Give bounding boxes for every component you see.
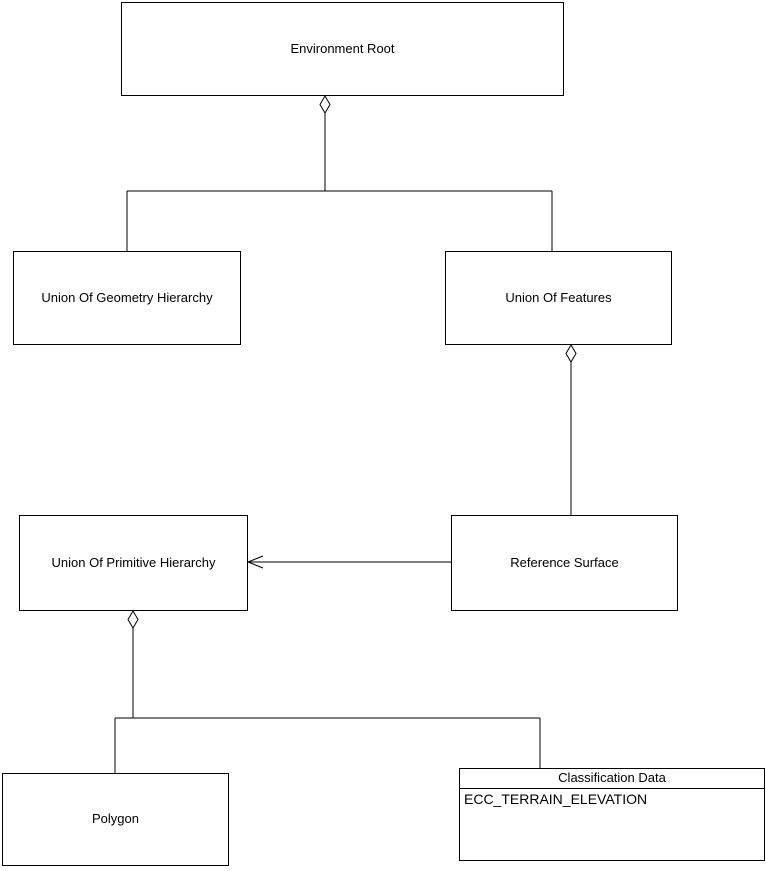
- node-label: Union Of Geometry Hierarchy: [41, 289, 213, 305]
- node-label: Polygon: [92, 811, 139, 827]
- node-label: Union Of Features: [505, 289, 612, 305]
- node-polygon: Polygon: [2, 773, 229, 866]
- class-header: Classification Data: [460, 769, 764, 789]
- node-label: Classification Data: [558, 770, 666, 786]
- aggregation-diamond-icon: [127, 610, 139, 629]
- node-union-of-primitive-hierarchy: Union Of Primitive Hierarchy: [19, 515, 248, 611]
- node-label: Union Of Primitive Hierarchy: [51, 554, 216, 570]
- node-union-of-features: Union Of Features: [445, 251, 672, 345]
- edge-environment-root-aggregation: [126, 95, 553, 251]
- node-environment-root: Environment Root: [121, 2, 564, 96]
- aggregation-diamond-icon: [565, 344, 577, 363]
- node-label: Reference Surface: [510, 554, 619, 570]
- arrowhead-icon: [246, 555, 264, 569]
- aggregation-diamond-icon: [319, 95, 331, 114]
- class-attribute: ECC_TERRAIN_ELEVATION: [464, 791, 648, 807]
- node-classification-data: Classification Data ECC_TERRAIN_ELEVATIO…: [459, 768, 765, 861]
- node-label: Environment Root: [290, 40, 395, 56]
- edge-primitive-hierarchy-aggregation: [114, 610, 541, 773]
- node-union-of-geometry-hierarchy: Union Of Geometry Hierarchy: [13, 251, 241, 345]
- node-reference-surface: Reference Surface: [451, 515, 678, 611]
- edge-reference-surface-association: [246, 555, 451, 569]
- edge-union-of-features-aggregation: [565, 344, 577, 515]
